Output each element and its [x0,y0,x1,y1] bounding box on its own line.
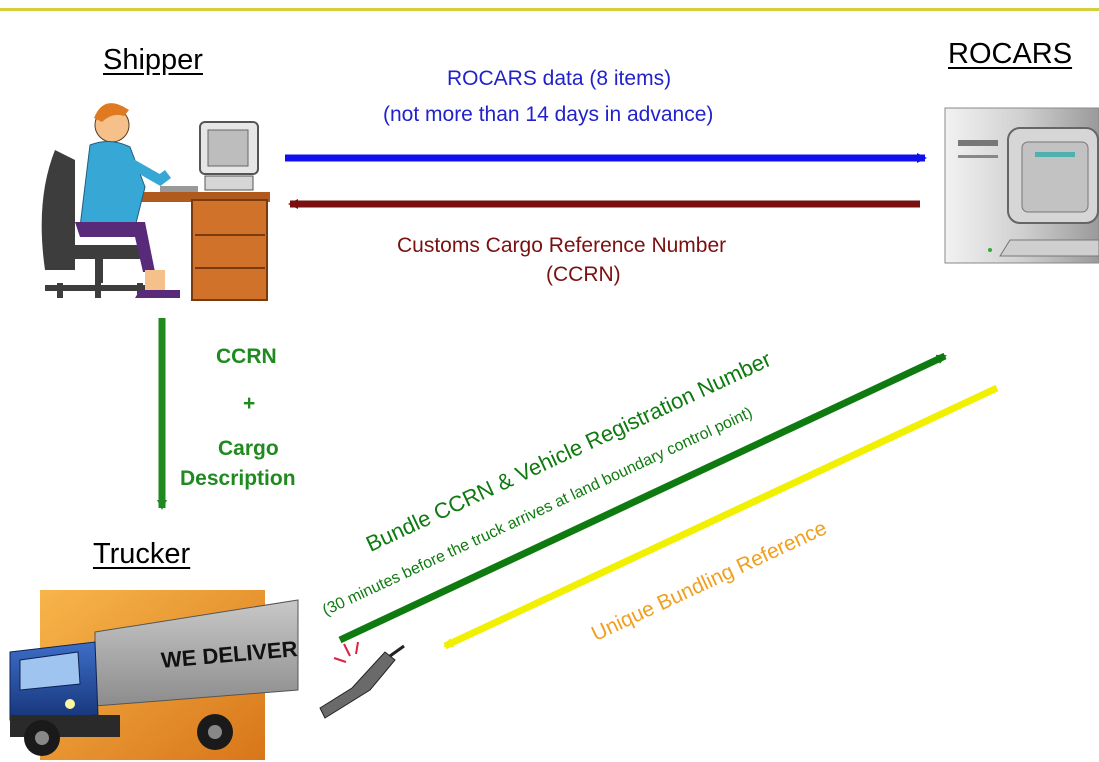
rocars-label: ROCARS [948,38,1073,70]
mobile-phone-icon [319,641,405,719]
arrow-rocars-to-trucker [443,384,999,650]
server-computer-icon [944,107,1099,264]
top-rule [0,8,1099,11]
description-label: Description [180,467,296,490]
rocars-data-label: ROCARS data (8 items) [447,67,672,90]
plus-label: + [243,392,256,415]
ccrn-abbrev-label: (CCRN) [546,263,621,286]
ccrn-return-label: Customs Cargo Reference Number [397,234,727,257]
delivery-truck-icon [9,590,299,760]
person-at-computer-icon [41,103,270,301]
shipper-label: Shipper [103,44,203,76]
arrow-trucker-to-rocars [338,352,947,644]
cargo-label: Cargo [218,437,279,460]
rocars-data-timing-label: (not more than 14 days in advance) [383,103,714,126]
trucker-label: Trucker [93,538,191,570]
ccrn-label: CCRN [216,345,277,368]
